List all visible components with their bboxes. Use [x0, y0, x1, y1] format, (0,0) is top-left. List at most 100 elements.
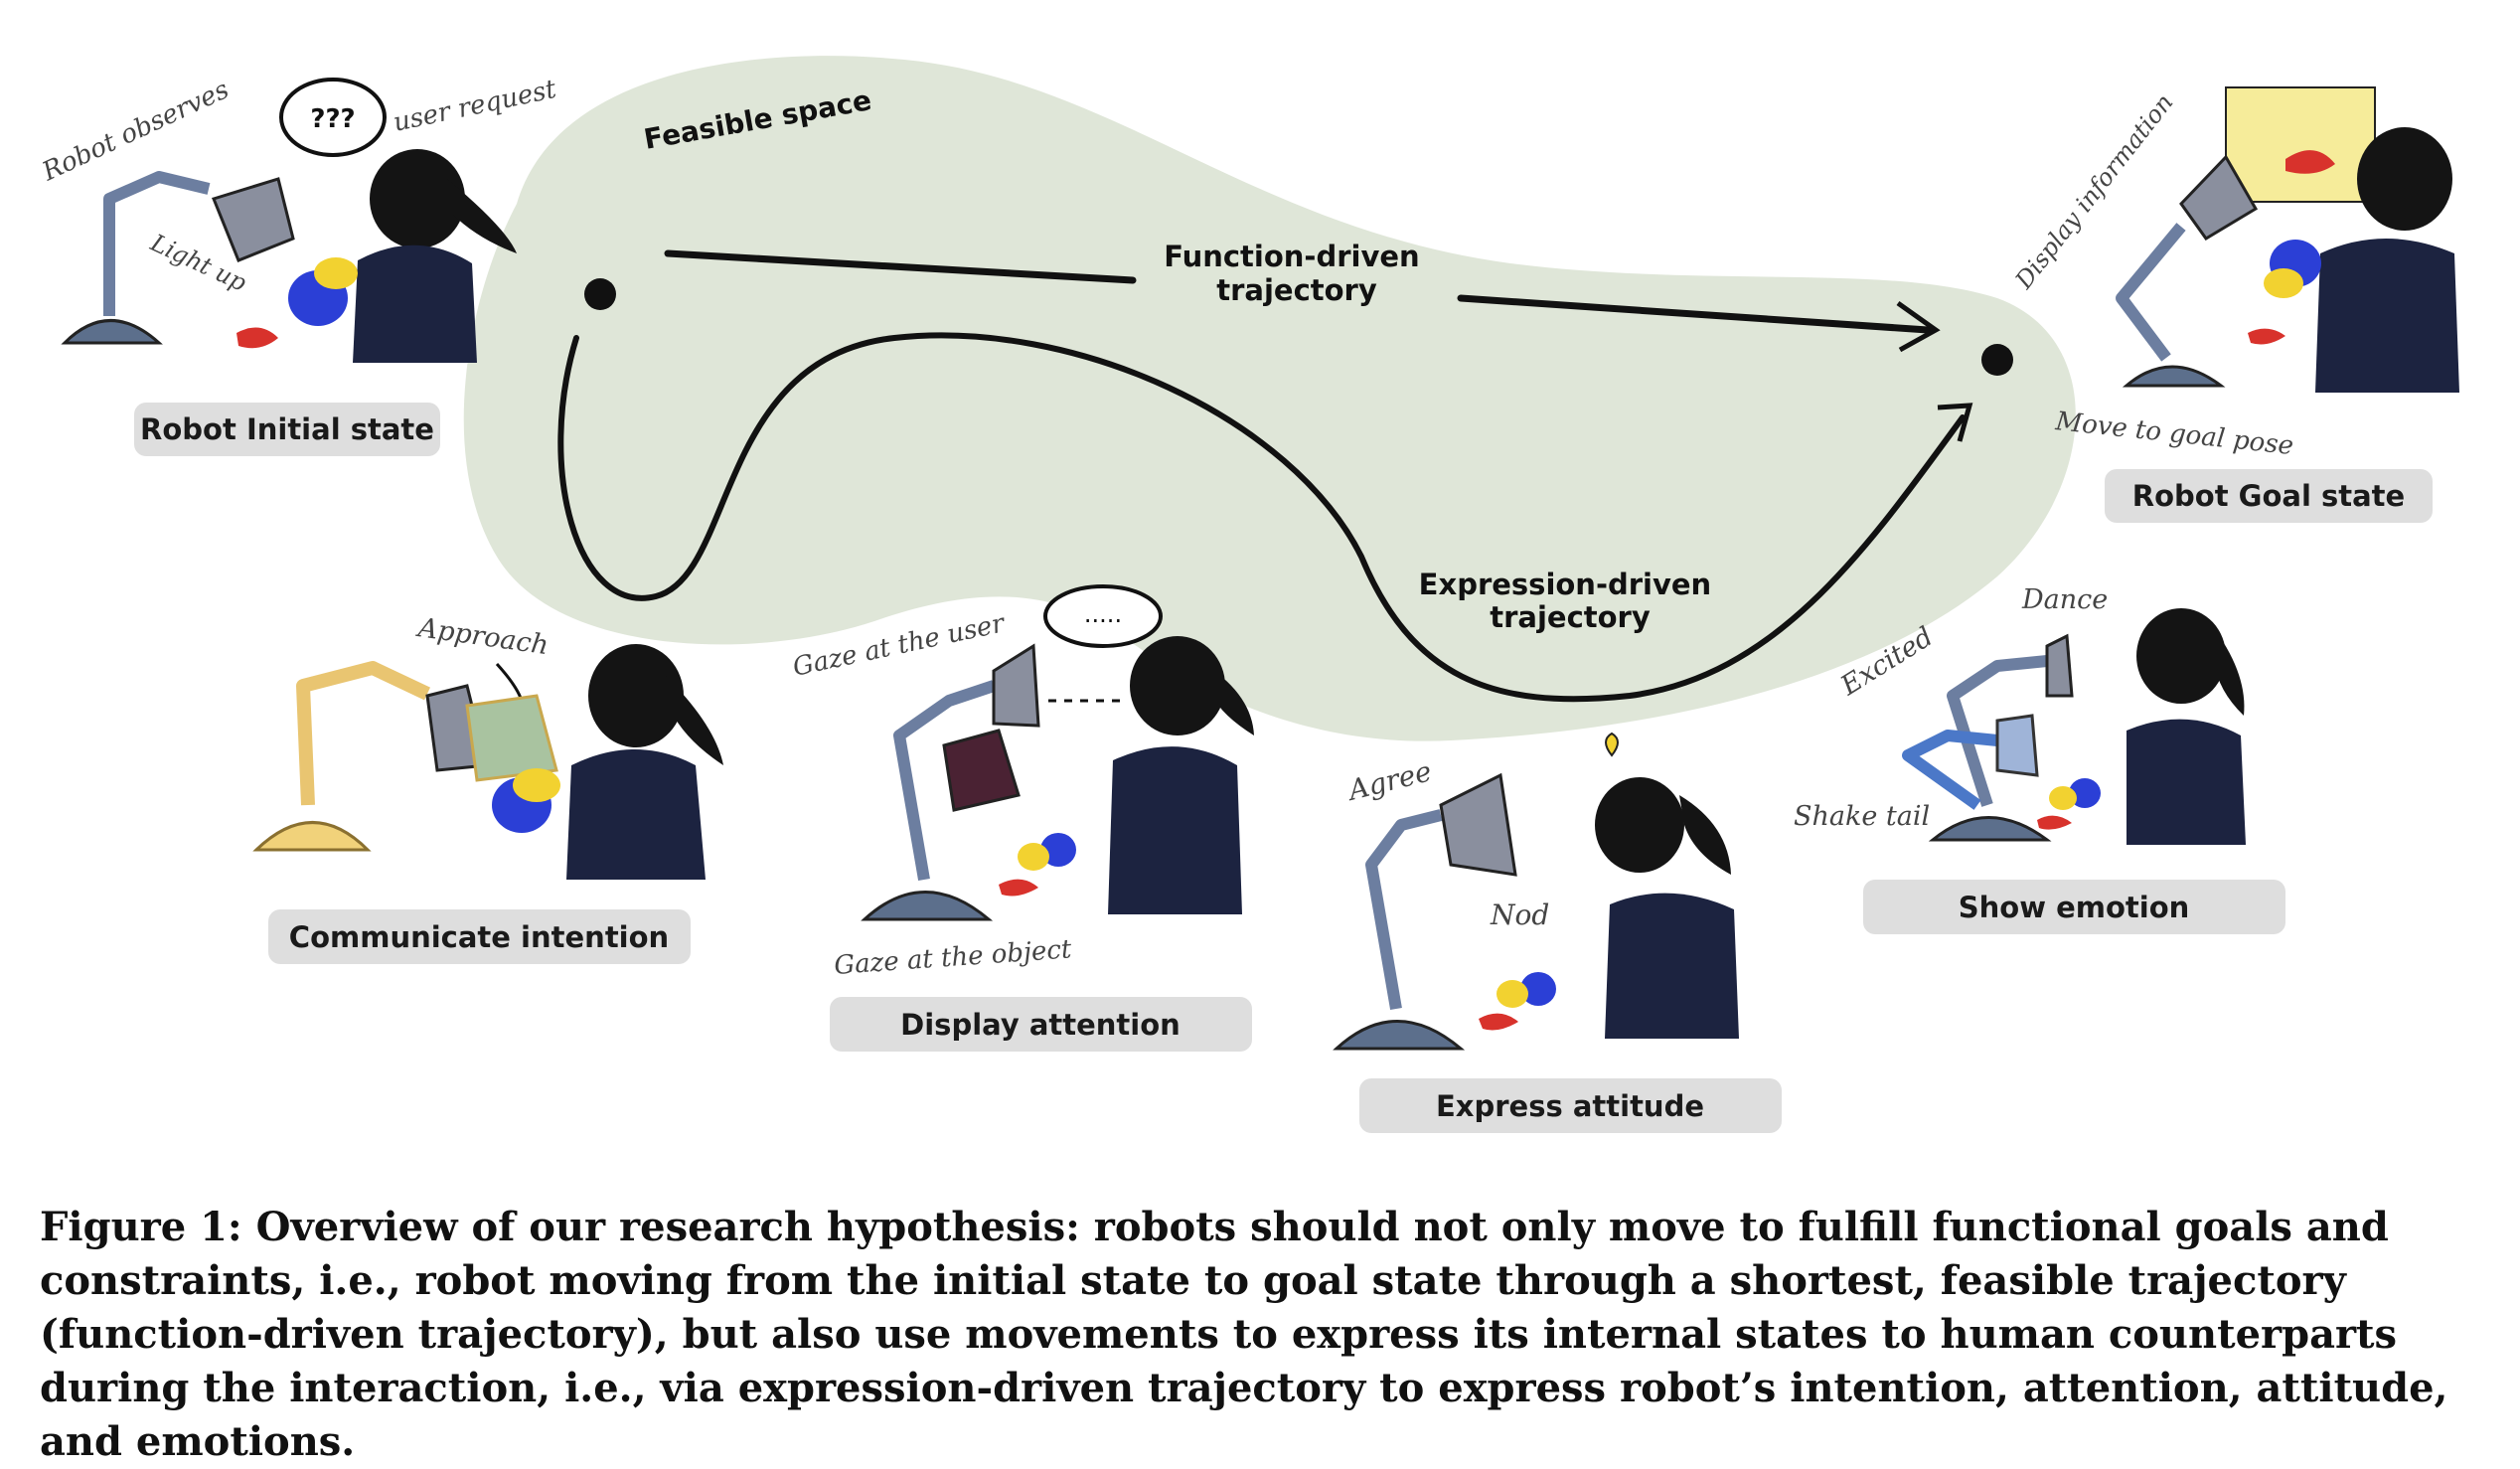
thought-bubble-text: .....	[1084, 600, 1122, 628]
note-gaze-at-object: Gaze at the object	[833, 934, 1072, 981]
function-driven-trajectory	[664, 249, 1932, 334]
pill-display-attention	[830, 997, 1252, 1052]
lamp-arm-icon	[1365, 809, 1443, 1011]
figure-caption: Figure 1: Overview of our research hypot…	[40, 1204, 2448, 1465]
title-display-attention: Display attention	[900, 1008, 1181, 1042]
lamp-head-icon	[211, 177, 295, 262]
person-body-icon	[2315, 239, 2459, 393]
lamp-arm-icon	[2116, 223, 2186, 362]
panel-communicate-intention: Approach Communicate intention	[252, 612, 723, 964]
blue-toy-icon	[2069, 778, 2101, 808]
lamp-head-icon	[992, 643, 1040, 728]
lamp-arm-icon	[893, 680, 996, 882]
note-nod: Nod	[1490, 898, 1549, 931]
expression-driven-label: Expression-driven trajectory	[1419, 568, 1722, 634]
lamp-head-moved-icon	[465, 694, 558, 782]
person-hair-icon	[2357, 127, 2452, 231]
yellow-toy-icon	[2049, 786, 2077, 810]
person-body-icon	[1108, 746, 1242, 914]
speech-bubble	[279, 78, 387, 157]
title-show-emotion: Show emotion	[1959, 891, 2190, 924]
note-user-request: user request	[391, 75, 559, 138]
speech-bubble-text: ???	[310, 104, 355, 134]
title-express-attitude: Express attitude	[1436, 1089, 1704, 1123]
yellow-toy-icon	[314, 257, 358, 289]
note-agree: Agree	[1342, 754, 1435, 807]
person-hair-icon	[2136, 608, 2226, 704]
red-toy-icon	[1479, 1013, 1518, 1031]
lamp-base-icon	[1928, 816, 2052, 842]
lamp-arm-icon	[103, 171, 211, 316]
projected-blob-icon	[2285, 150, 2335, 174]
projected-screen-icon	[2225, 86, 2376, 203]
note-robot-observes: Robot observes	[37, 75, 234, 187]
function-label-line-2: trajectory	[1216, 273, 1377, 307]
person-ponytail-icon	[666, 676, 723, 765]
pill-express-attitude	[1359, 1078, 1782, 1133]
lightbulb-icon	[1605, 732, 1619, 757]
yellow-toy-icon	[513, 768, 560, 802]
note-shake-tail: Shake tail	[1794, 801, 1930, 832]
lamp-arm-moved-icon	[1902, 730, 1998, 810]
title-initial-state: Robot Initial state	[140, 412, 434, 446]
lamp-base-icon	[1333, 1020, 1466, 1051]
overview-diagram: Feasible space Function-driven trajector…	[37, 56, 2459, 1133]
yellow-toy-icon	[2264, 268, 2303, 298]
lamp-head-attention-icon	[942, 729, 1021, 812]
panel-goal-state: Display information Move to goal pose Ro…	[2009, 86, 2459, 523]
person-hair-icon	[370, 149, 465, 248]
person-ponytail-icon	[1679, 795, 1731, 875]
approach-arrow-icon	[495, 662, 524, 702]
function-arrowhead	[1896, 300, 1941, 353]
yellow-toy-icon	[1018, 843, 1049, 871]
person-hair-icon	[1595, 777, 1684, 873]
lamp-base-icon	[2122, 365, 2226, 388]
thought-bubble	[1043, 584, 1163, 648]
goal-point	[1981, 344, 2013, 376]
start-point	[584, 278, 616, 310]
expression-arrowhead	[1937, 403, 1973, 442]
blue-toy-icon	[1520, 972, 1556, 1006]
lamp-base-icon	[61, 319, 163, 345]
pill-show-emotion	[1863, 880, 2285, 934]
lamp-head-icon	[1439, 772, 1517, 877]
blue-toy-icon	[1040, 833, 1076, 867]
note-move-to-goal-pose: Move to goal pose	[2053, 407, 2294, 461]
red-toy-icon	[236, 327, 278, 349]
expression-driven-trajectory	[557, 332, 1966, 703]
person-body-icon	[353, 245, 477, 363]
function-label-line-1: Function-driven	[1164, 240, 1419, 273]
panel-display-attention: Gaze at the user ..... Gaze at the objec…	[790, 584, 1254, 1052]
lamp-head-icon	[2045, 633, 2074, 698]
person-hair-icon	[1130, 636, 1225, 735]
lamp-head-moved-icon	[1995, 714, 2039, 777]
pill-goal-state	[2105, 469, 2433, 523]
function-driven-label: Function-driven trajectory	[1164, 240, 1430, 307]
person-body-icon	[2126, 719, 2246, 845]
title-communicate-intention: Communicate intention	[289, 920, 669, 954]
person-body-icon	[1605, 893, 1739, 1039]
person-hair-icon	[588, 644, 684, 747]
person-body-icon	[566, 749, 706, 880]
red-toy-icon	[999, 879, 1038, 897]
lamp-arm-icon	[1947, 655, 2048, 807]
person-ponytail-icon	[447, 179, 517, 253]
lamp-arm-icon	[296, 661, 430, 806]
panel-express-attitude: Agree Nod Express attitude	[1333, 732, 1782, 1133]
note-approach: Approach	[413, 612, 551, 661]
lamp-base-icon	[861, 891, 994, 921]
red-toy-icon	[2037, 815, 2072, 830]
person-ponytail-icon	[1207, 666, 1254, 735]
lamp-base-icon	[252, 821, 372, 852]
title-goal-state: Robot Goal state	[2132, 479, 2405, 513]
expression-label-line-1: Expression-driven	[1419, 568, 1712, 601]
person-ponytail-icon	[2214, 631, 2245, 716]
lamp-head-icon	[2179, 154, 2259, 241]
pill-communicate-intention	[268, 909, 691, 964]
yellow-toy-icon	[1496, 980, 1528, 1008]
expression-label-line-2: trajectory	[1490, 600, 1651, 634]
red-toy-icon	[2248, 328, 2285, 345]
pill-initial-state	[134, 403, 440, 456]
note-dance: Dance	[2021, 584, 2108, 615]
feasible-space-region	[463, 56, 2076, 741]
